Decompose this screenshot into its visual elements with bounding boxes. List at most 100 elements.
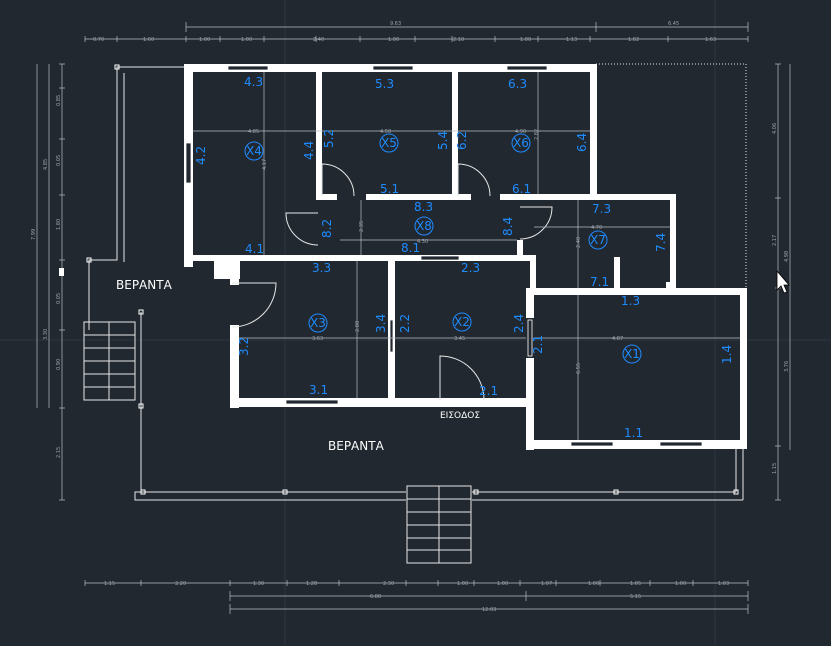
dim-right: 4.06 [772,123,778,134]
dim-interior: 4.30 [417,239,428,245]
room-x6: Χ6 [511,133,531,153]
wall-tags: 4.3 5.3 6.3 4.2 4.4 5.2 5.4 6.2 6.4 5.1 … [194,75,734,440]
dim-left: 1.80 [56,219,62,230]
veranda-label: ΒΕΡΑΝΤΑ [116,278,173,292]
wall-tag: 8.1 [401,241,420,255]
dim-right: 2.17 [772,235,778,246]
dim-interior: 4.85 [248,129,259,135]
room-x1-label: Χ1 [624,347,640,361]
dim-left: 2.15 [56,447,62,458]
dim-top-seg: 1.00 [520,37,531,43]
dim-left: 0.05 [56,293,62,304]
interior-dimension-lines: 4.85 4.50 4.90 2.82 4.17 4.30 2.35 4.70 … [193,72,740,440]
room-x3-label: Χ3 [310,316,326,330]
wall-tag: 2.1 [479,384,498,398]
dim-bottom-total-1: 6.88 [370,594,381,600]
dim-bottom-total-3: 12.03 [482,607,496,613]
wall-tag: 8.2 [320,219,334,238]
wall-tag: 1.3 [621,294,640,308]
wall-tag: 5.2 [322,129,336,148]
dim-interior: 4.70 [591,225,602,231]
dim-bottom-seg: 1.28 [306,581,317,587]
wall-tag: 2.3 [461,261,480,275]
left-dimensions: 7.99 4.85 3.30 0.85 0.05 1.80 0.05 0.90 … [31,63,65,501]
room-x4-label: Χ4 [246,144,262,158]
veranda-label: ΒΕΡΑΝΤΑ [328,439,385,453]
mouse-cursor-icon [776,269,790,294]
room-x6-label: Χ6 [513,136,529,150]
dim-top-seg: 1.60 [143,37,154,43]
dim-top-seg: 1.63 [705,37,716,43]
dim-bottom-seg: 1.07 [541,581,552,587]
wall-tag: 5.3 [375,77,394,91]
stairs-front [406,485,472,564]
room-x8-label: Χ8 [416,219,432,233]
wall-tag: 2.1 [531,335,545,354]
dim-top-seg: 2.10 [453,37,464,43]
wall-tag: 4.1 [245,242,264,256]
dim-interior: 2.82 [534,129,540,140]
stairs-left [83,321,136,401]
wall-tag: 3.1 [309,383,328,397]
dim-interior: 6.55 [576,363,582,374]
wall-tag: 2.2 [398,314,412,333]
dim-interior: 4.87 [612,336,623,342]
dim-top-seg: 1.13 [566,37,577,43]
dim-top-seg: 1.00 [199,37,210,43]
dim-top-total-2: 6.45 [668,21,679,27]
dim-right: 4.98 [784,251,790,262]
dim-left: 0.90 [56,359,62,370]
dim-left: 0.05 [56,155,62,166]
wall-tag: 6.4 [575,133,589,152]
dim-top-seg: 1.00 [241,37,252,43]
room-x8: Χ8 [414,216,434,236]
wall-tag: 8.4 [501,217,515,236]
dim-interior: 3.45 [454,336,465,342]
dim-top-seg: 0.70 [93,37,104,43]
walls [184,64,747,450]
room-x7-label: Χ7 [590,233,606,247]
dim-left: 0.85 [56,95,62,106]
wall-tag: 7.3 [592,202,611,216]
dim-bottom-seg: 1.30 [253,581,264,587]
dim-top-total-1: 9.63 [390,21,401,27]
dim-right: 1.15 [772,463,778,474]
room-x3: Χ3 [308,313,328,333]
wall-tag: 3.3 [312,261,331,275]
room-x2-label: Χ2 [454,315,470,329]
dim-top-seg: 1.00 [388,37,399,43]
dim-interior: 4.50 [380,129,391,135]
dim-interior: 2.40 [576,237,582,248]
room-x2: Χ2 [452,312,472,332]
bottom-dimensions: 1.15 2.20 1.30 1.28 2.30 1.00 1.00 1.07 … [84,580,749,614]
wall-tag: 7.1 [590,275,609,289]
entrance-label: ΕΙΣΟΔΟΣ [440,411,480,421]
dim-top-seg: 2.40 [313,37,324,43]
dim-bottom-seg: 1.15 [104,581,115,587]
dim-bottom-total-2: 5.15 [630,594,641,600]
top-dimensions: 9.63 6.45 0.70 1.60 1.00 1.00 2.40 1.00 … [84,21,749,43]
dim-right: 3.76 [784,361,790,372]
dim-interior: 2.35 [359,221,365,232]
wall-tag: 1.4 [720,345,734,364]
dim-interior: 4.17 [262,159,268,170]
windows [185,65,703,447]
wall-tag: 5.1 [380,182,399,196]
dim-bottom-seg: 1.00 [457,581,468,587]
room-x5: Χ5 [379,133,399,153]
dim-left: 4.85 [43,159,49,170]
dim-bottom-seg: 2.30 [383,581,394,587]
wall-tag: 5.4 [436,131,450,150]
room-x7: Χ7 [588,230,608,250]
wall-tag: 6.3 [508,77,527,91]
wall-tag: 2.4 [512,314,526,333]
dim-bottom-seg: 2.20 [175,581,186,587]
room-x4: Χ4 [244,141,264,161]
dim-bottom-seg: 1.00 [497,581,508,587]
dim-bottom-seg: 1.00 [675,581,686,587]
wall-tag: 4.2 [194,146,208,165]
dim-bottom-seg: 1.03 [718,581,729,587]
room-x1: Χ1 [622,344,642,364]
dim-top-seg: 1.82 [628,37,639,43]
